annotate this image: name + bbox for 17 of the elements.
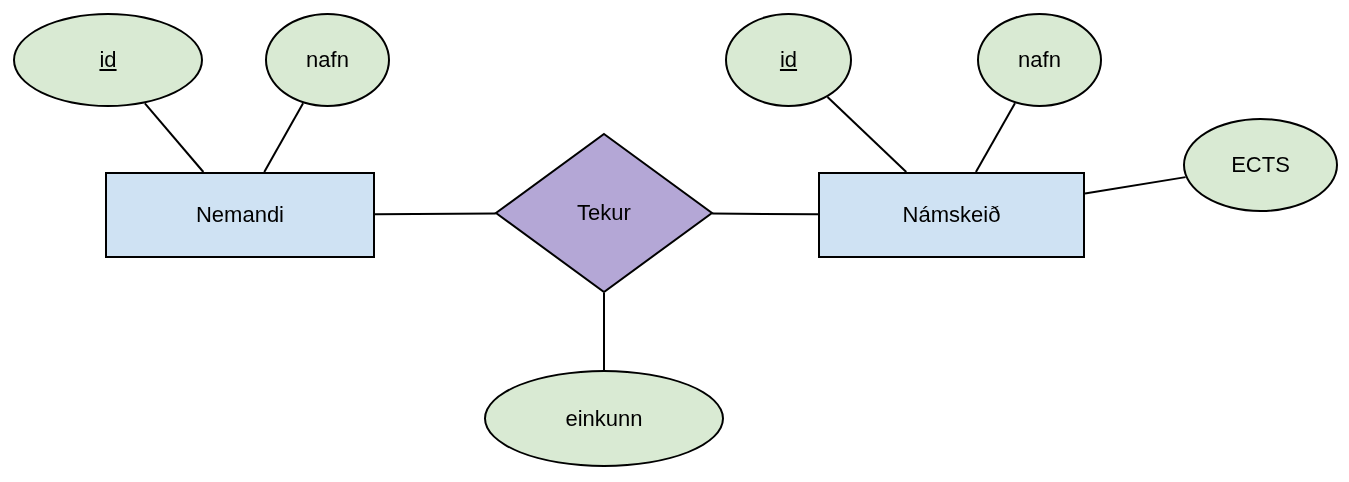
node-label: nafn — [1018, 47, 1061, 73]
node-label: ECTS — [1231, 152, 1290, 178]
relationship-diamond — [495, 133, 713, 293]
entity-box — [818, 172, 1085, 258]
entity-box — [105, 172, 375, 258]
node-label: Tekur — [577, 200, 631, 226]
node-label: einkunn — [565, 405, 643, 432]
connector-line — [374, 212, 497, 216]
connector-line — [603, 292, 605, 371]
node-label: Nemandi — [195, 202, 284, 228]
node-label: nafn — [306, 47, 349, 73]
connector-line — [826, 96, 908, 173]
connector-line — [711, 212, 819, 216]
node-label: id — [779, 47, 798, 73]
node-label: Námskeið — [902, 202, 1001, 228]
connector-line — [1084, 176, 1187, 195]
node-label: id — [99, 47, 117, 73]
